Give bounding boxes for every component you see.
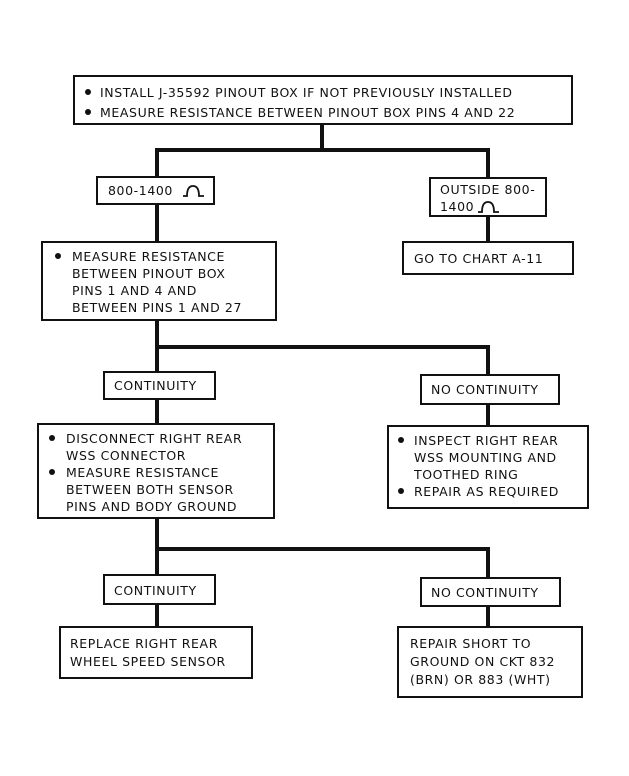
- bullet: [85, 109, 91, 115]
- connector-lines: [155, 122, 490, 629]
- replace-box: REPLACE RIGHT REAR WHEEL SPEED SENSOR: [59, 626, 253, 679]
- range-out-box: OUTSIDE 800- 1400: [429, 177, 547, 217]
- replace-line-2: WHEEL SPEED SENSOR: [70, 654, 226, 669]
- disconnect-line-1: DISCONNECT RIGHT REAR: [66, 431, 242, 446]
- bullet: [55, 253, 61, 259]
- continuity-label-2: CONTINUITY: [114, 583, 197, 598]
- disconnect-line-5: PINS AND BODY GROUND: [66, 499, 237, 514]
- range-out-line-2: 1400: [440, 199, 474, 214]
- no-continuity-box-1: NO CONTINUITY: [420, 374, 560, 405]
- start-line-2: MEASURE RESISTANCE BETWEEN PINOUT BOX PI…: [100, 105, 515, 120]
- repair-short-line-3: (BRN) OR 883 (WHT): [410, 672, 551, 687]
- disconnect-line-2: WSS CONNECTOR: [66, 448, 186, 463]
- repair-short-line-1: REPAIR SHORT TO: [410, 636, 531, 651]
- continuity-box-1: CONTINUITY: [103, 371, 216, 400]
- inspect-line-1: INSPECT RIGHT REAR: [414, 433, 558, 448]
- chart-a11-label: GO TO CHART A-11: [414, 251, 543, 266]
- range-in-label: 800-1400: [108, 183, 173, 198]
- measure-pins-line-3: PINS 1 AND 4 AND: [72, 283, 197, 298]
- inspect-line-3: TOOTHED RING: [413, 467, 518, 482]
- no-continuity-label-2: NO CONTINUITY: [431, 585, 539, 600]
- disconnect-box: DISCONNECT RIGHT REAR WSS CONNECTOR MEAS…: [37, 423, 275, 519]
- disconnect-line-4: BETWEEN BOTH SENSOR: [66, 482, 234, 497]
- continuity-box-2: CONTINUITY: [103, 574, 216, 605]
- ohm-symbol-icon: [478, 201, 499, 213]
- measure-pins-line-2: BETWEEN PINOUT BOX: [72, 266, 226, 281]
- start-line-1: INSTALL J-35592 PINOUT BOX IF NOT PREVIO…: [100, 85, 513, 100]
- measure-pins-box: MEASURE RESISTANCE BETWEEN PINOUT BOX PI…: [41, 241, 277, 321]
- bullet: [49, 435, 55, 441]
- repair-short-line-2: GROUND ON CKT 832: [410, 654, 555, 669]
- inspect-line-2: WSS MOUNTING AND: [414, 450, 557, 465]
- no-continuity-box-2: NO CONTINUITY: [420, 577, 561, 607]
- inspect-line-4: REPAIR AS REQUIRED: [414, 484, 559, 499]
- start-box: INSTALL J-35592 PINOUT BOX IF NOT PREVIO…: [73, 75, 573, 125]
- bullet: [85, 89, 91, 95]
- range-out-line-1: OUTSIDE 800-: [440, 182, 535, 197]
- bullet: [398, 488, 404, 494]
- disconnect-line-3: MEASURE RESISTANCE: [66, 465, 219, 480]
- ohm-symbol-icon: [183, 185, 204, 197]
- inspect-box: INSPECT RIGHT REAR WSS MOUNTING AND TOOT…: [387, 425, 589, 509]
- repair-short-box: REPAIR SHORT TO GROUND ON CKT 832 (BRN) …: [397, 626, 583, 698]
- measure-pins-line-4: BETWEEN PINS 1 AND 27: [72, 300, 242, 315]
- replace-line-1: REPLACE RIGHT REAR: [70, 636, 218, 651]
- bullet: [49, 469, 55, 475]
- no-continuity-label-1: NO CONTINUITY: [431, 382, 539, 397]
- continuity-label-1: CONTINUITY: [114, 378, 197, 393]
- chart-a11-box: GO TO CHART A-11: [402, 241, 574, 275]
- range-in-box: 800-1400: [96, 176, 215, 205]
- measure-pins-line-1: MEASURE RESISTANCE: [72, 249, 225, 264]
- bullet: [398, 437, 404, 443]
